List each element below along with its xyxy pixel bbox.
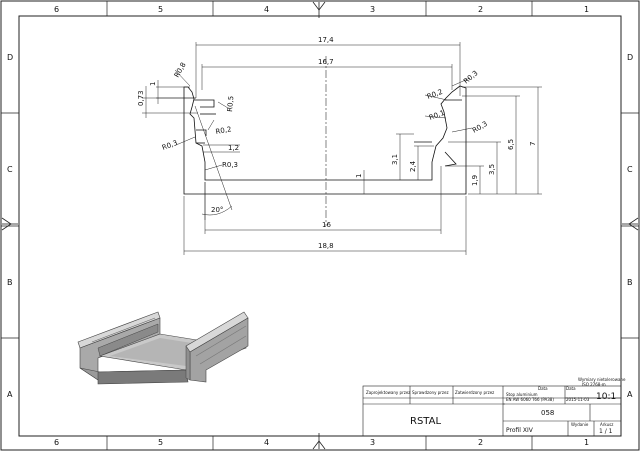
radius-0-5: R0,5 <box>226 96 235 113</box>
zone-col-4-bottom: 4 <box>264 438 269 447</box>
zone-col-5-top: 5 <box>158 5 163 14</box>
tb-sheet: 1 / 1 <box>599 428 613 435</box>
radius-0-3-top-right: R0,3 <box>462 69 479 85</box>
tb-approved-by: Zatwierdzony przez <box>455 390 494 395</box>
dim-1-9: 1,9 <box>471 175 479 186</box>
title-block <box>362 385 622 437</box>
dim-16: 16 <box>322 221 331 229</box>
dim-3-5: 3,5 <box>488 164 496 175</box>
dim-2-4: 2,4 <box>409 160 417 172</box>
radius-0-3-lower: R0,3 <box>222 161 238 169</box>
zone-row-b-left: B <box>7 278 13 287</box>
radius-0-8: R0,8 <box>173 61 188 79</box>
zone-col-5-bottom: 5 <box>158 438 163 447</box>
zone-row-b-right: B <box>627 278 633 287</box>
dim-1-2: 1,2 <box>228 144 239 152</box>
tb-company: RSTAL <box>410 416 441 427</box>
dimension-lines <box>142 42 542 255</box>
tb-sheet-header: Arkusz <box>600 422 613 427</box>
tb-material-1: Stop aluminium <box>506 392 538 397</box>
zone-row-c-right: C <box>627 165 633 174</box>
dim-1-mid: 1 <box>355 174 363 178</box>
zone-col-1-bottom: 1 <box>584 438 589 447</box>
zone-col-1-top: 1 <box>584 5 589 14</box>
zone-row-d-right: D <box>627 53 633 62</box>
zone-col-4-top: 4 <box>264 5 269 14</box>
zone-col-6-top: 6 <box>54 5 59 14</box>
tb-tolerance-1: Wymiary nietolerowane <box>578 377 626 382</box>
dim-0-73: 0,73 <box>137 90 145 106</box>
dim-3-1: 3,1 <box>391 154 399 165</box>
tb-date-value: 2015-11-03 <box>566 397 590 402</box>
zone-col-2-bottom: 2 <box>478 438 483 447</box>
tb-date-header: Data <box>538 386 548 391</box>
zone-col-2-top: 2 <box>478 5 483 14</box>
zone-row-a-right: A <box>627 390 633 399</box>
zone-col-6-bottom: 6 <box>54 438 59 447</box>
tb-material-2: EN AW 6060 T66 (PA38) <box>506 397 554 402</box>
dim-7: 7 <box>529 142 537 146</box>
profile-outline <box>183 85 467 195</box>
dim-1-left: 1 <box>149 82 157 86</box>
zone-row-d-left: D <box>7 53 13 62</box>
zone-row-a-left: A <box>7 390 13 399</box>
tb-date-header-2: Data <box>566 386 576 391</box>
dim-18-8: 18,8 <box>318 242 334 250</box>
radius-0-3-right: R0,3 <box>471 120 489 135</box>
dim-16-7: 16,7 <box>318 58 334 66</box>
angle-20: 20° <box>211 206 223 214</box>
zone-col-3-top: 3 <box>370 5 375 14</box>
radius-0-1: R0,1 <box>428 109 446 122</box>
tb-checked-by: Sprawdzony przez <box>412 390 449 395</box>
isometric-view <box>77 311 249 385</box>
radius-0-2-left: R0,2 <box>215 125 232 136</box>
radius-0-3-left: R0,3 <box>161 139 179 152</box>
tb-number: 058 <box>541 409 554 417</box>
dim-17-4: 17,4 <box>318 36 334 44</box>
tb-title: Profil XIV <box>506 427 534 434</box>
dim-6-5: 6,5 <box>507 139 515 150</box>
tb-drawn-by: Zaprojektowany przez <box>366 390 410 395</box>
tb-scale: 10:1 <box>596 392 616 402</box>
tb-edition-header: Wydanie <box>571 422 589 427</box>
tb-tolerance-2: ISO 2768-m <box>582 382 606 387</box>
radius-0-2-right: R0,2 <box>426 88 444 101</box>
zone-row-c-left: C <box>7 165 13 174</box>
zone-col-3-bottom: 3 <box>370 438 375 447</box>
